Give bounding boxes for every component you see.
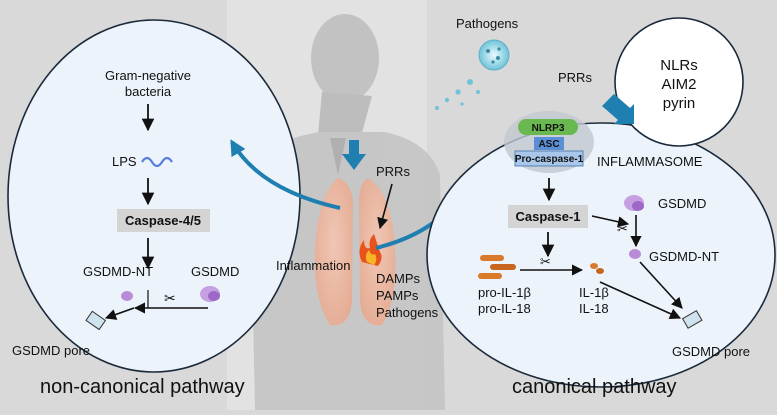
pathogen-icon [478,39,510,71]
noncanonical-title: non-canonical pathway [40,376,245,398]
inflammation-label: Inflammation [276,258,350,273]
prrs-sensor-arrow [602,94,634,124]
pro-il18-label: pro-IL-18 [478,301,531,316]
gsdmd-nt-right-label: GSDMD-NT [649,249,719,264]
nlrp3-label: NLRP3 [532,123,565,134]
pro-caspase1-box [514,150,584,167]
gsdmd-pore-left-icon [85,310,107,331]
arrow-to-pore-left [104,307,135,320]
il-icon [590,263,604,274]
aim2-label: AIM2 [661,76,696,93]
arrow-caspase1-gsdmd [591,215,630,228]
il18-label: IL-18 [579,301,609,316]
gsdmd-pore-right-label: GSDMD pore [672,344,750,359]
asc-label: ASC [538,139,559,150]
pathogens-center-label: Pathogens [376,305,439,320]
il1b-label: IL-1β [579,285,609,300]
arrow-il-pore [599,281,682,319]
lps-label: LPS [112,154,137,169]
inflammasome-label: INFLAMMASOME [597,154,703,169]
lps-icon [141,156,173,168]
asc-box [534,137,564,150]
gsdmd-left-icon [200,286,220,302]
gsdmd-right-label: GSDMD [658,196,706,211]
sensor-circle [614,17,744,147]
canonical-title: canonical pathway [512,376,677,398]
pathogen-particles [435,79,480,110]
arrow-gsdmd-nt-pore [639,261,683,309]
bacteria-label: bacteria [125,84,172,99]
pro-il-icon [478,255,516,279]
pamps-label: PAMPs [376,288,419,303]
damps-label: DAMPs [376,271,421,286]
scissors-il-icon: ✂ [540,254,551,269]
prrs-center-label: PRRs [376,164,410,179]
caspase45-label: Caspase-4/5 [125,213,201,228]
nlrs-label: NLRs [660,57,698,74]
pathogens-top-label: Pathogens [456,16,519,31]
gsdmd-pore-right-icon [681,309,703,329]
caspase1-label: Caspase-1 [515,209,580,224]
gsdmd-pore-left-label: GSDMD pore [12,343,90,358]
prr-entry-arrow [342,140,366,170]
nlrp3-box [518,119,578,135]
gram-negative-label: Gram-negative [105,68,191,83]
gsdmd-nt-left-icon [121,291,133,301]
caspase1-box [508,205,588,228]
scissors-gsdmd-right-icon: ✂ [617,221,628,236]
prrs-right-label: PRRs [558,70,592,85]
scissors-left-icon: ✂ [164,290,176,306]
pro-il1b-label: pro-IL-1β [478,285,531,300]
gsdmd-nt-right-icon [629,249,641,259]
pro-caspase1-label: Pro-caspase-1 [515,154,584,165]
caspase45-box [117,209,210,232]
arrow-prrs-center [377,183,393,230]
gsdmd-nt-left-label: GSDMD-NT [83,264,153,279]
pyrin-label: pyrin [663,95,696,112]
inflammation-flame-icon [359,234,382,266]
arrow-to-noncanonical [230,139,341,210]
gsdmd-left-label: GSDMD [191,264,239,279]
gsdmd-right-icon [624,195,644,211]
